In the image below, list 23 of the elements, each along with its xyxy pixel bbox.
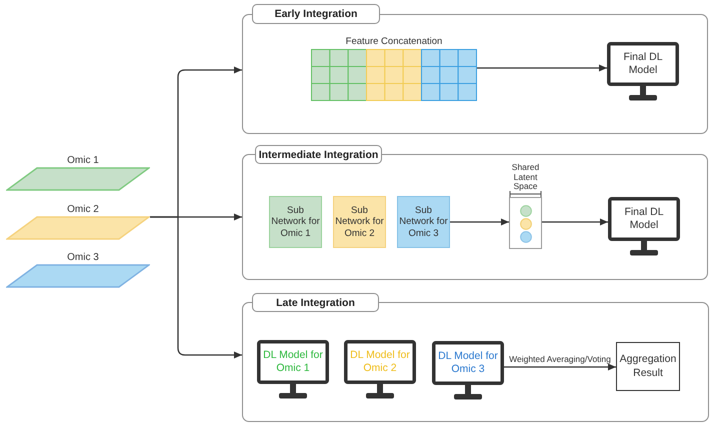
subnetwork-block: Sub Network for Omic 2	[333, 196, 386, 248]
arrow	[504, 364, 616, 370]
branch-arrow	[150, 216, 242, 358]
result-box: Aggregation Result	[616, 342, 680, 391]
arrow	[450, 218, 509, 226]
arrow	[542, 218, 608, 226]
panel-tab: Intermediate Integration	[255, 145, 382, 164]
layer-label: Omic 2	[67, 204, 99, 216]
panel-tab: Late Integration	[252, 293, 379, 312]
monitor-label: DL Model for Omic 3	[437, 350, 499, 376]
grid-caption: Feature Concatenation	[346, 37, 442, 48]
monitor-label: Final DL Model	[623, 206, 665, 232]
edge-label: Weighted Averaging/Voting	[508, 354, 612, 364]
arrow	[477, 64, 607, 72]
monitor-label: DL Model for Omic 2	[349, 349, 411, 375]
latent-space-label: Shared Latent Space	[510, 163, 540, 192]
panel-tab: Early Integration	[252, 4, 380, 24]
subnetwork-block: Sub Network for Omic 1	[269, 196, 322, 248]
layer-label: Omic 1	[67, 155, 99, 166]
monitor-label: Final DL Model	[622, 51, 664, 77]
subnetwork-block: Sub Network for Omic 3	[397, 196, 450, 248]
layer-label: Omic 3	[67, 252, 99, 264]
monitor-label: DL Model for Omic 1	[262, 349, 324, 375]
